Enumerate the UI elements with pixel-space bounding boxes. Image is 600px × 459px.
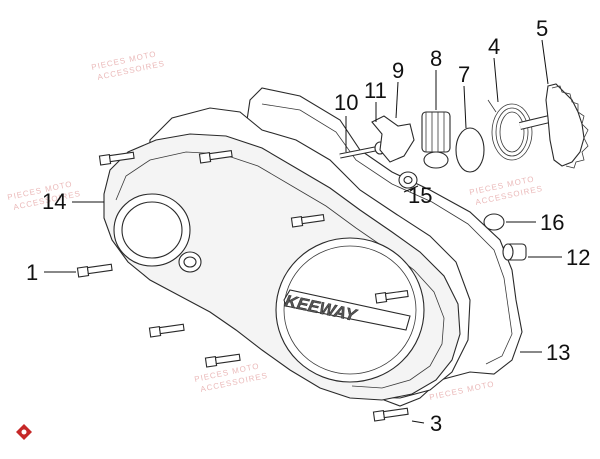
- callout-3: 3: [430, 411, 442, 436]
- bolt-3: [148, 323, 185, 338]
- circlip-part: [483, 213, 505, 231]
- inspection-plug-inner: [121, 201, 183, 259]
- bushing-part: [502, 243, 527, 261]
- callout-5: 5: [536, 16, 548, 41]
- outer-cover-ridge: [115, 151, 445, 389]
- bolt-8: [198, 149, 233, 164]
- callout-16: 16: [540, 210, 564, 235]
- clutch-cover-ring: [283, 245, 417, 375]
- return-spring-part: [487, 99, 533, 161]
- callout-13: 13: [546, 340, 570, 365]
- leader-lines: [44, 39, 562, 424]
- o-ring-part: [455, 127, 485, 173]
- small-port-inner: [183, 256, 197, 268]
- callout-7: 7: [458, 62, 470, 87]
- kick-gear-part: [519, 83, 589, 169]
- corner-logo: [16, 424, 32, 440]
- callout-10: 10: [334, 90, 358, 115]
- callout-9: 9: [392, 58, 404, 83]
- bolt-group: [76, 149, 409, 422]
- gasket-inner-line: [261, 103, 513, 365]
- callout-14: 14: [42, 189, 66, 214]
- callout-1: 1: [26, 260, 38, 285]
- callout-labels: 14 1 3 13 12 16 15 10 11 9 8 7 4 5: [26, 16, 590, 436]
- callout-4: 4: [488, 34, 500, 59]
- callout-11: 11: [364, 78, 387, 103]
- bolt-7: [374, 289, 409, 304]
- washer-part-15-hole: [403, 175, 413, 185]
- bolt-4: [204, 353, 241, 368]
- callout-8: 8: [430, 46, 442, 71]
- bolt-1: [98, 151, 135, 166]
- pinion-gear-part: [421, 111, 451, 169]
- brand-plate: [283, 289, 411, 331]
- spring-clip-part: [371, 115, 415, 163]
- callout-15: 15: [408, 183, 432, 208]
- bolt-5: [372, 407, 409, 422]
- callout-12: 12: [566, 245, 590, 270]
- bolt-2: [76, 263, 113, 278]
- bolt-6: [290, 213, 325, 228]
